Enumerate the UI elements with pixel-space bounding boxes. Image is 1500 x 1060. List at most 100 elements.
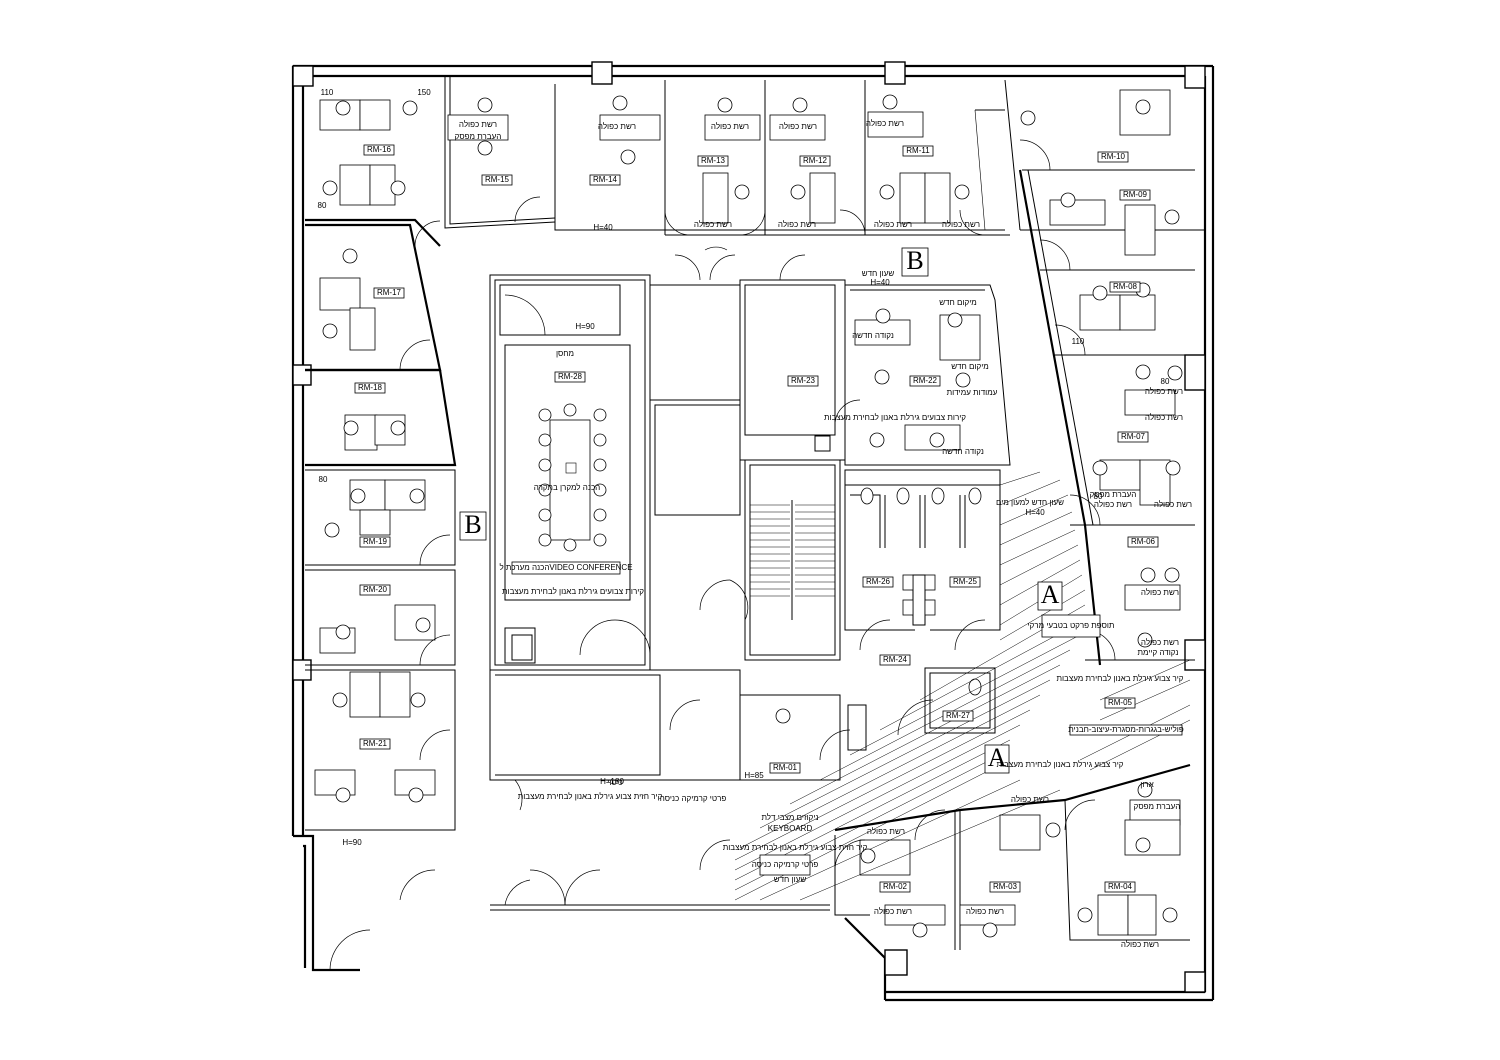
- svg-text:H=180: H=180: [600, 777, 624, 786]
- svg-text:תוספת פרקט בטבעי מרקי: תוספת פרקט בטבעי מרקי: [1028, 621, 1115, 630]
- svg-text:H=40: H=40: [1025, 508, 1045, 517]
- svg-text:מחסן: מחסן: [556, 349, 574, 358]
- svg-text:רשת כפולה: רשת כפולה: [779, 122, 817, 131]
- svg-text:A: A: [1041, 580, 1060, 609]
- room-rm-05: RM-05: [1104, 697, 1136, 709]
- dimensions: 110 150 80 80 110 80 80: [318, 88, 1170, 501]
- svg-text:ארון: ארון: [1140, 780, 1153, 789]
- svg-text:נקודה קיימת: נקודה קיימת: [1138, 648, 1179, 657]
- svg-text:RM-18: RM-18: [358, 383, 383, 392]
- svg-text:RM-13: RM-13: [701, 156, 726, 165]
- room-rm-26: RM-26: [862, 576, 894, 588]
- room-rm-02: RM-02: [879, 881, 911, 893]
- svg-text:שעון חדש: שעון חדש: [862, 269, 895, 278]
- svg-text:RM-11: RM-11: [906, 146, 930, 155]
- svg-text:RM-01: RM-01: [773, 763, 798, 772]
- svg-text:RM-17: RM-17: [377, 288, 402, 297]
- room-rm-01: RM-01: [769, 762, 801, 774]
- svg-text:RM-24: RM-24: [883, 655, 908, 664]
- svg-text:שעון חדש: שעון חדש: [774, 875, 807, 884]
- svg-text:RM-22: RM-22: [913, 376, 938, 385]
- svg-text:רשת כפולה: רשת כפולה: [1141, 638, 1179, 647]
- svg-text:H=90: H=90: [342, 838, 362, 847]
- svg-text:רשת כפולה: רשת כפולה: [1145, 413, 1183, 422]
- svg-text:RM-26: RM-26: [866, 577, 891, 586]
- zone-markers: A A B B: [459, 246, 1063, 774]
- door-swings: [329, 139, 1116, 971]
- svg-text:רשת כפולה: רשת כפולה: [867, 827, 905, 836]
- right-offices: [1018, 169, 1205, 936]
- svg-text:כיסוי: כיסוי: [607, 778, 623, 787]
- svg-text:B: B: [906, 246, 923, 275]
- room-rm-22: RM-22: [909, 375, 941, 387]
- svg-text:ניקוזים מצבי דלת: ניקוזים מצבי דלת: [761, 813, 818, 822]
- room-rm-20: RM-20: [359, 584, 391, 596]
- svg-text:80: 80: [1161, 377, 1170, 386]
- svg-text:העברת מפסק: העברת מפסק: [1134, 802, 1181, 811]
- svg-text:A: A: [988, 743, 1007, 772]
- svg-text:RM-09: RM-09: [1123, 190, 1148, 199]
- svg-text:H=90: H=90: [575, 322, 595, 331]
- svg-text:H=40: H=40: [870, 278, 890, 287]
- svg-text:RM-03: RM-03: [993, 882, 1018, 891]
- height-marks: H=40 H=90 H=90 H=180 H=40 H=85 H=40: [342, 223, 1045, 847]
- zone-marker-a-2: A: [984, 743, 1010, 774]
- front-add-note: תוספת פרקט בטבעי מרקי: [1028, 614, 1115, 638]
- room-rm-28: RM-28: [554, 371, 586, 383]
- room-rm-23: RM-23: [787, 375, 819, 387]
- svg-text:רשת כפולה: רשת כפולה: [942, 220, 980, 229]
- svg-text:רשת כפולה: רשת כפולה: [694, 220, 732, 229]
- svg-text:קירות צבועים גירלת באנון לבחיר: קירות צבועים גירלת באנון לבחירת מעצבות: [824, 413, 966, 422]
- central-core: [489, 274, 846, 781]
- room-rm-07: RM-07: [1117, 431, 1149, 443]
- svg-text:העברת מפסק: העברת מפסק: [455, 132, 502, 141]
- svg-text:קירות צבועים גירלת באנון לבחיר: קירות צבועים גירלת באנון לבחירת מעצבות: [502, 587, 644, 596]
- glass-note: פוליש-בגגרות-מסגרת-עיצוב-חבנית: [1068, 724, 1184, 736]
- room-rm-25: RM-25: [949, 576, 981, 588]
- svg-text:הכנה למקרן בתקרה: הכנה למקרן בתקרה: [534, 483, 600, 492]
- svg-text:RM-27: RM-27: [946, 711, 971, 720]
- svg-text:רשת כפולה: רשת כפולה: [874, 907, 912, 916]
- svg-text:RM-07: RM-07: [1121, 432, 1146, 441]
- room-rm-16: RM-16: [363, 144, 395, 156]
- svg-text:רשת כפולה: רשת כפולה: [598, 122, 636, 131]
- room-rm-15: RM-15: [481, 174, 513, 186]
- svg-text:RM-16: RM-16: [367, 145, 392, 154]
- svg-text:RM-20: RM-20: [363, 585, 388, 594]
- zone-marker-a-1: A: [1037, 580, 1063, 611]
- svg-text:KEYBOARD: KEYBOARD: [768, 824, 813, 833]
- conference-table: [549, 419, 591, 541]
- svg-text:RM-12: RM-12: [803, 156, 828, 165]
- svg-text:רשת כפולה: רשת כפולה: [866, 119, 904, 128]
- annotations: רשת כפולה העברת מפסק רשת כפולה רשת כפולה…: [455, 119, 1192, 949]
- entrance-note: פרטי קרמיקה כניסה: [752, 854, 818, 876]
- svg-text:רשת כפולה: רשת כפולה: [459, 120, 497, 129]
- svg-text:מיקום חדש: מיקום חדש: [951, 362, 989, 371]
- svg-text:מיקום חדש: מיקום חדש: [939, 298, 977, 307]
- room-rm-08: RM-08: [1109, 281, 1141, 293]
- svg-text:H=85: H=85: [744, 771, 764, 780]
- svg-text:קיר צבוע גירלת באנון לבחירת מע: קיר צבוע גירלת באנון לבחירת מעצבות: [1056, 674, 1183, 683]
- svg-text:80: 80: [319, 475, 328, 484]
- svg-text:העברת מפסק: העברת מפסק: [1090, 490, 1137, 499]
- top-offices: [305, 76, 1171, 247]
- room-rm-04: RM-04: [1104, 881, 1136, 893]
- svg-text:150: 150: [417, 88, 431, 97]
- svg-text:רשת כפולה: רשת כפולה: [966, 907, 1004, 916]
- svg-text:רשת כפולה: רשת כפולה: [874, 220, 912, 229]
- chairs: [322, 94, 1183, 938]
- svg-text:רשת כפולה: רשת כפולה: [1011, 795, 1049, 804]
- svg-text:RM-10: RM-10: [1101, 152, 1126, 161]
- svg-text:פרטי קרמיקה כניסה: פרטי קרמיקה כניסה: [660, 794, 727, 803]
- svg-text:RM-23: RM-23: [791, 376, 816, 385]
- svg-text:RM-21: RM-21: [363, 739, 388, 748]
- svg-text:RM-02: RM-02: [883, 882, 908, 891]
- svg-text:רשת כפולה: רשת כפולה: [778, 220, 816, 229]
- room-rm-10: RM-10: [1097, 151, 1129, 163]
- svg-text:רשת כפולה: רשת כפולה: [1094, 500, 1132, 509]
- room-rm-17: RM-17: [373, 287, 405, 299]
- left-offices: [305, 223, 457, 831]
- room-rm-03: RM-03: [989, 881, 1021, 893]
- room-rm-27: RM-27: [942, 710, 974, 722]
